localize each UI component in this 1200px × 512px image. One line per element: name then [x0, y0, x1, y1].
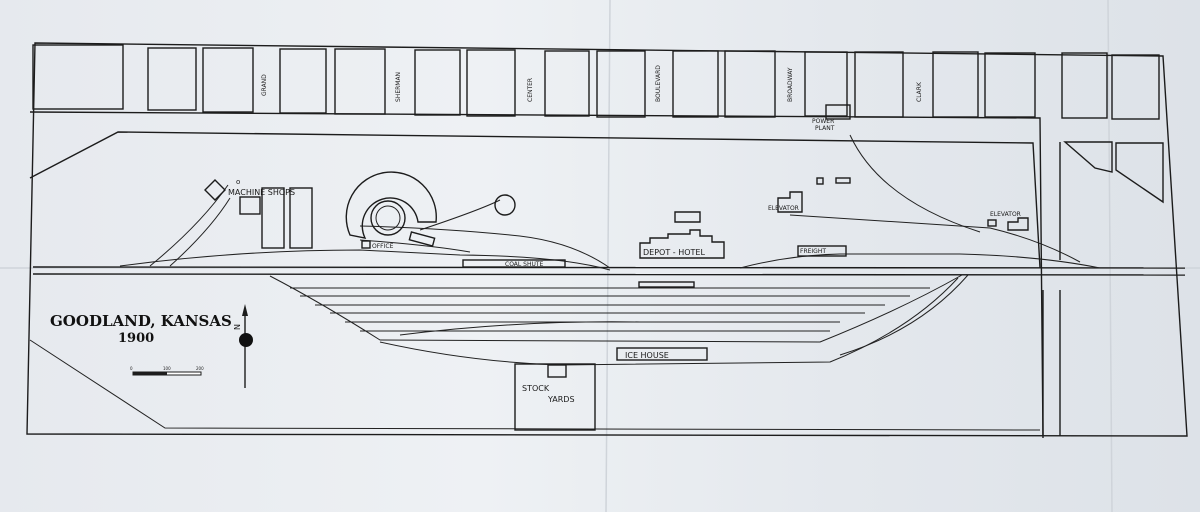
office-label: OFFICE [372, 243, 394, 250]
elevator-west-label: ELEVATOR [768, 205, 799, 212]
title-year: 1900 [118, 331, 154, 346]
street-sherman: SHERMAN [395, 72, 402, 102]
coal-shute: COAL SHUTE [462, 259, 566, 268]
street-labels: GRAND SHERMAN CENTER BOULEVARD BROADWAY … [261, 65, 923, 102]
roundhouse [345, 171, 516, 239]
map-title: GOODLAND, KANSAS 1900 [50, 312, 232, 346]
machine-shops-mark: o [236, 178, 240, 186]
north-arrow: N [233, 304, 253, 388]
title-place: GOODLAND, KANSAS [50, 312, 232, 330]
ice-house: ICE HOUSE [616, 347, 708, 361]
north-letter: N [233, 324, 242, 330]
stock-label: STOCK [522, 384, 550, 393]
elevator-east: ELEVATOR [987, 211, 1029, 231]
stock-yards: STOCK YARDS [514, 363, 596, 431]
office: OFFICE [361, 231, 436, 250]
turntable [370, 200, 406, 236]
depot-hotel-label: DEPOT - HOTEL [643, 248, 705, 257]
power-label: POWER [812, 118, 834, 125]
street-boulevard: BOULEVARD [655, 65, 662, 102]
ice-house-label: ICE HOUSE [625, 351, 669, 360]
freight: FREIGHT [797, 245, 847, 257]
coal-shute-label: COAL SHUTE [505, 261, 544, 268]
water-tank [494, 194, 516, 216]
machine-shops: MACHINE SHOPS o [204, 178, 313, 249]
scale-bar: 0 100 200 [130, 366, 204, 376]
plant-label: PLANT [815, 125, 835, 132]
elevator-east-label: ELEVATOR [990, 211, 1021, 218]
city-blocks [32, 44, 1164, 204]
north-arrow-dot [239, 333, 253, 347]
depot-hotel: DEPOT - HOTEL [638, 211, 725, 288]
scale-label-200: 200 [196, 366, 204, 371]
street-edge [29, 111, 1044, 439]
machine-shops-label: MACHINE SHOPS [228, 188, 295, 197]
rail-yard-outline [29, 131, 1061, 436]
street-clark: CLARK [916, 81, 923, 102]
street-broadway: BROADWAY [787, 67, 794, 102]
street-center: CENTER [527, 78, 534, 102]
street-grand: GRAND [261, 74, 268, 96]
power-plant: POWER PLANT [812, 104, 851, 132]
scale-label-100: 100 [163, 366, 171, 371]
upper-sidings [119, 134, 1101, 271]
freight-label: FREIGHT [800, 248, 826, 255]
scale-label-0: 0 [130, 366, 133, 371]
yard-tracks [29, 274, 1041, 431]
map-border [26, 42, 1188, 437]
elevator-west: ELEVATOR [768, 177, 851, 213]
yards-label: YARDS [547, 395, 575, 404]
